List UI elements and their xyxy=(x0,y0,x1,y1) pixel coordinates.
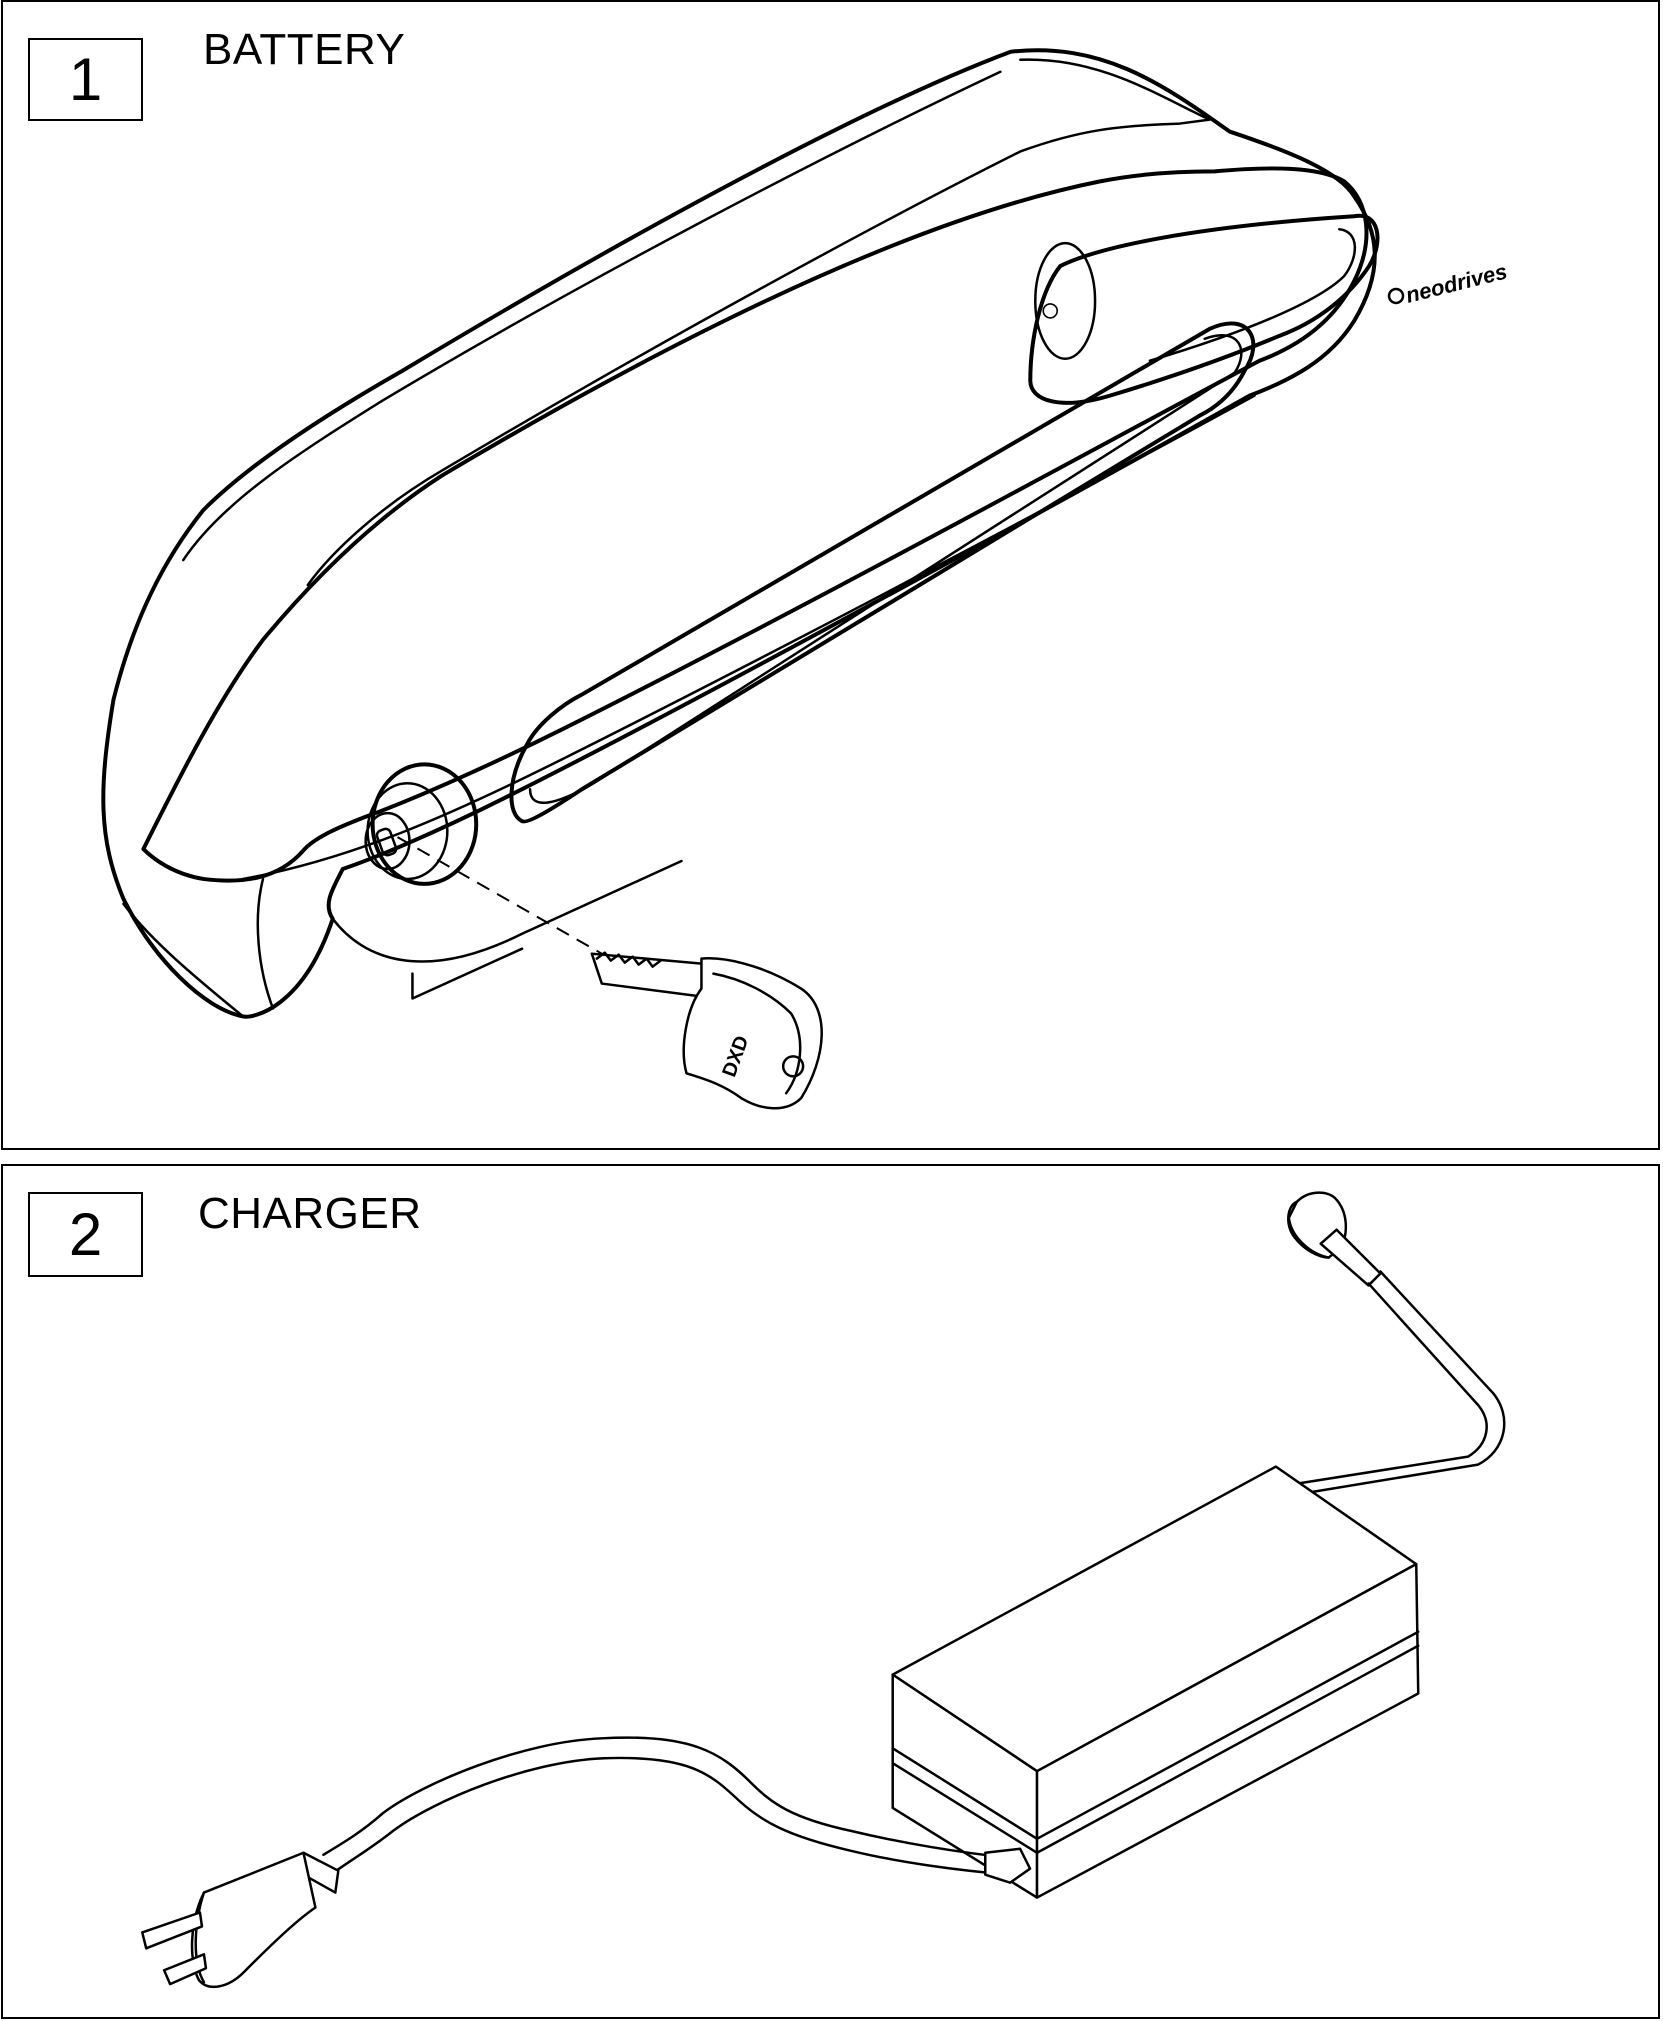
ac-plug-prong-lower xyxy=(162,1953,208,1986)
battery-base-line-2 xyxy=(122,902,245,1018)
ac-plug-face xyxy=(194,1891,206,1984)
charger-box-seam-side xyxy=(1035,1630,1420,1841)
dc-connector-sleeve xyxy=(1319,1228,1382,1287)
battery-end-panel-inner xyxy=(1148,227,1357,362)
charger-illustration xyxy=(140,1191,1506,1989)
ac-cable-strain-relief xyxy=(984,1847,1032,1884)
battery-top-ridge-inner xyxy=(182,70,1002,562)
battery-front-face xyxy=(141,166,1369,883)
battery-long-slot xyxy=(509,321,1256,824)
charger-box-edge xyxy=(891,1644,1420,1855)
battery-outer-shell xyxy=(101,48,1377,1019)
dc-cable-top xyxy=(1277,1282,1488,1488)
lock-housing xyxy=(370,762,479,886)
key-ring-hole-icon xyxy=(781,1055,805,1078)
dc-connector-cap xyxy=(1287,1200,1330,1259)
charger-box-side xyxy=(1035,1562,1420,1899)
ac-cable-top xyxy=(322,1736,1012,1859)
item-number-box: 2 xyxy=(28,1192,143,1277)
item-number: 1 xyxy=(68,45,103,113)
battery-end-connector-pin xyxy=(1042,303,1059,319)
key-head xyxy=(682,957,823,1110)
ac-cable-bottom xyxy=(332,1756,1012,1876)
battery-panel: DXD neodrives 1 BATTERY xyxy=(1,0,1660,1150)
brand-logo-icon xyxy=(1387,287,1405,305)
battery-base-line xyxy=(331,859,683,963)
key-insertion-guide xyxy=(397,836,603,955)
item-number: 2 xyxy=(68,1200,103,1268)
ac-plug-prong-upper xyxy=(140,1911,204,1950)
item-number-box: 1 xyxy=(28,38,143,121)
battery-end-panel xyxy=(1028,213,1380,405)
dc-cable-bottom xyxy=(1307,1270,1506,1494)
battery-long-slot-inner xyxy=(528,334,1243,804)
charger-box-seam-front xyxy=(891,1747,1039,1841)
battery-base-tab xyxy=(411,947,524,1000)
battery-illustration: DXD neodrives xyxy=(101,48,1510,1110)
item-title: CHARGER xyxy=(198,1189,422,1238)
key-head-inner xyxy=(712,972,802,1095)
key-blade-teeth xyxy=(595,951,662,968)
brand-label: neodrives xyxy=(1403,259,1509,308)
battery-base-line-3 xyxy=(256,877,275,1010)
ac-plug-body xyxy=(190,1851,317,1989)
battery-end-connector xyxy=(1034,241,1097,361)
charger-panel: 2 CHARGER xyxy=(1,1164,1660,2019)
item-title: BATTERY xyxy=(203,25,406,74)
battery-top-ridge xyxy=(306,58,1211,587)
lock-core xyxy=(364,811,411,871)
keyhole-icon xyxy=(375,827,398,857)
